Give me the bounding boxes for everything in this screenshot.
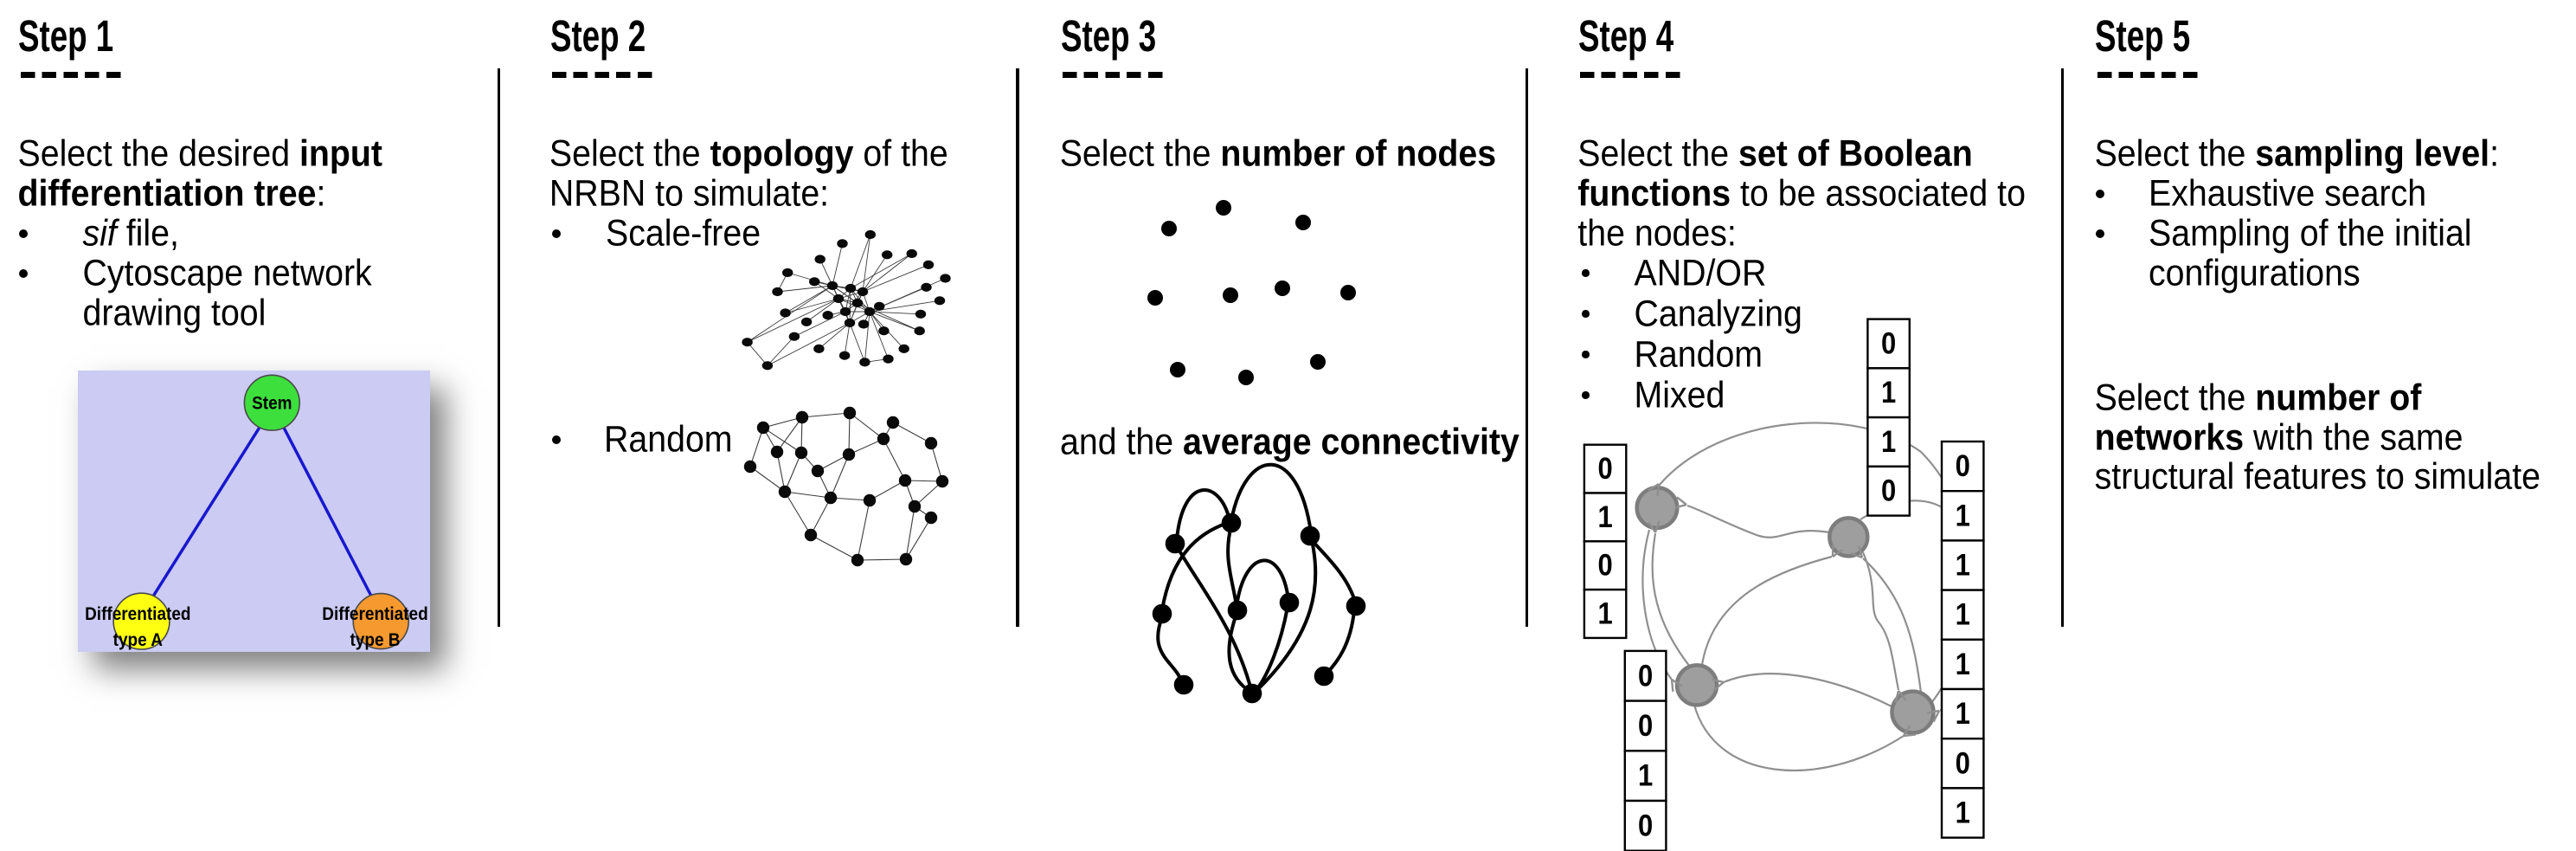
svg-text:1: 1	[1956, 796, 1970, 830]
svg-text:1: 1	[1881, 425, 1896, 459]
svg-text:0: 0	[1638, 660, 1653, 693]
svg-text:0: 0	[1638, 809, 1653, 843]
svg-text:Stem: Stem	[252, 393, 292, 413]
svg-text:1: 1	[1956, 697, 1970, 731]
svg-text:0: 0	[1638, 709, 1653, 743]
svg-text:Differentiated: Differentiated	[85, 604, 190, 624]
svg-text:type A: type A	[113, 630, 164, 650]
svg-text:1: 1	[1956, 598, 1970, 632]
svg-text:type B: type B	[350, 630, 400, 650]
svg-text:0: 0	[1597, 452, 1612, 486]
svg-text:0: 0	[1956, 747, 1970, 781]
svg-text:1: 1	[1956, 549, 1970, 583]
svg-text:Differentiated: Differentiated	[322, 604, 427, 624]
svg-text:0: 0	[1881, 327, 1896, 361]
svg-text:1: 1	[1956, 500, 1970, 533]
svg-text:1: 1	[1881, 377, 1896, 410]
svg-text:1: 1	[1597, 597, 1612, 631]
svg-text:1: 1	[1597, 500, 1612, 534]
svg-text:0: 0	[1597, 549, 1612, 583]
svg-text:0: 0	[1881, 474, 1896, 508]
svg-text:0: 0	[1956, 449, 1970, 483]
svg-text:1: 1	[1956, 648, 1970, 681]
svg-text:1: 1	[1638, 759, 1653, 793]
